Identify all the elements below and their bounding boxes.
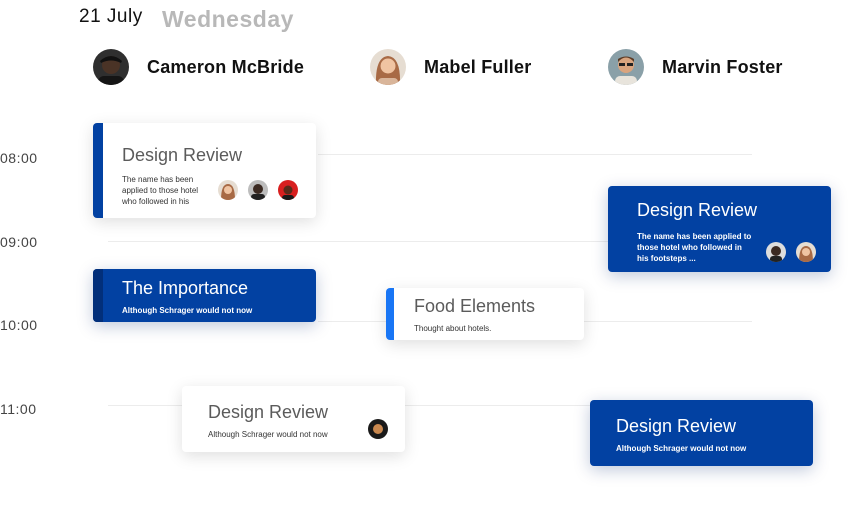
hour-label: 08:00 xyxy=(0,150,38,166)
event-accent-stripe xyxy=(93,269,103,322)
grid-line xyxy=(108,405,752,406)
attendee-avatar xyxy=(368,419,388,439)
attendee-avatar xyxy=(766,242,786,262)
attendee-avatar xyxy=(278,180,298,200)
event-title: Design Review xyxy=(208,402,329,422)
event-title: Food Elements xyxy=(414,296,536,316)
event-description: The name has been applied to those hotel… xyxy=(637,232,752,263)
person-name: Cameron McBride xyxy=(147,56,305,77)
hour-label: 09:00 xyxy=(0,234,38,250)
attendee-avatar xyxy=(218,180,238,200)
event-title: The Importance xyxy=(122,278,249,298)
person-name: Mabel Fuller xyxy=(424,56,532,77)
hour-label: 11:00 xyxy=(0,401,37,417)
date-label: 21 July xyxy=(79,6,143,27)
grid-line xyxy=(108,241,752,242)
event-title: Design Review xyxy=(616,416,737,436)
person-marvin[interactable]: Marvin Foster xyxy=(608,49,783,85)
event-title: Design Review xyxy=(637,200,758,220)
event-card[interactable]: Design Review The name has been applied … xyxy=(93,123,316,218)
avatar xyxy=(93,49,129,85)
person-name: Marvin Foster xyxy=(662,56,783,77)
person-cameron[interactable]: Cameron McBride xyxy=(93,49,304,85)
avatar xyxy=(370,49,406,85)
event-card[interactable]: Food Elements Thought about hotels. xyxy=(386,288,584,340)
event-description: The name has been applied to those hotel… xyxy=(122,175,199,206)
event-accent-stripe xyxy=(386,288,394,340)
event-card[interactable]: Design Review Although Schrager would no… xyxy=(182,386,405,452)
event-description: Thought about hotels. xyxy=(414,324,492,333)
event-description: Although Schrager would not now xyxy=(122,306,253,315)
avatar xyxy=(608,49,644,85)
grid-line xyxy=(318,154,752,155)
event-card[interactable]: Design Review Although Schrager would no… xyxy=(590,400,813,466)
event-description: Although Schrager would not now xyxy=(208,430,328,439)
attendee-avatar xyxy=(248,180,268,200)
event-title: Design Review xyxy=(122,145,243,165)
event-accent-stripe xyxy=(93,123,103,218)
attendee-avatar xyxy=(796,242,816,262)
event-card[interactable]: Design Review The name has been applied … xyxy=(608,186,831,272)
event-card[interactable]: The Importance Although Schrager would n… xyxy=(93,269,316,322)
weekday-label: Wednesday xyxy=(162,6,294,32)
person-mabel[interactable]: Mabel Fuller xyxy=(370,49,531,85)
hour-label: 10:00 xyxy=(0,317,38,333)
event-description: Although Schrager would not now xyxy=(616,444,747,453)
